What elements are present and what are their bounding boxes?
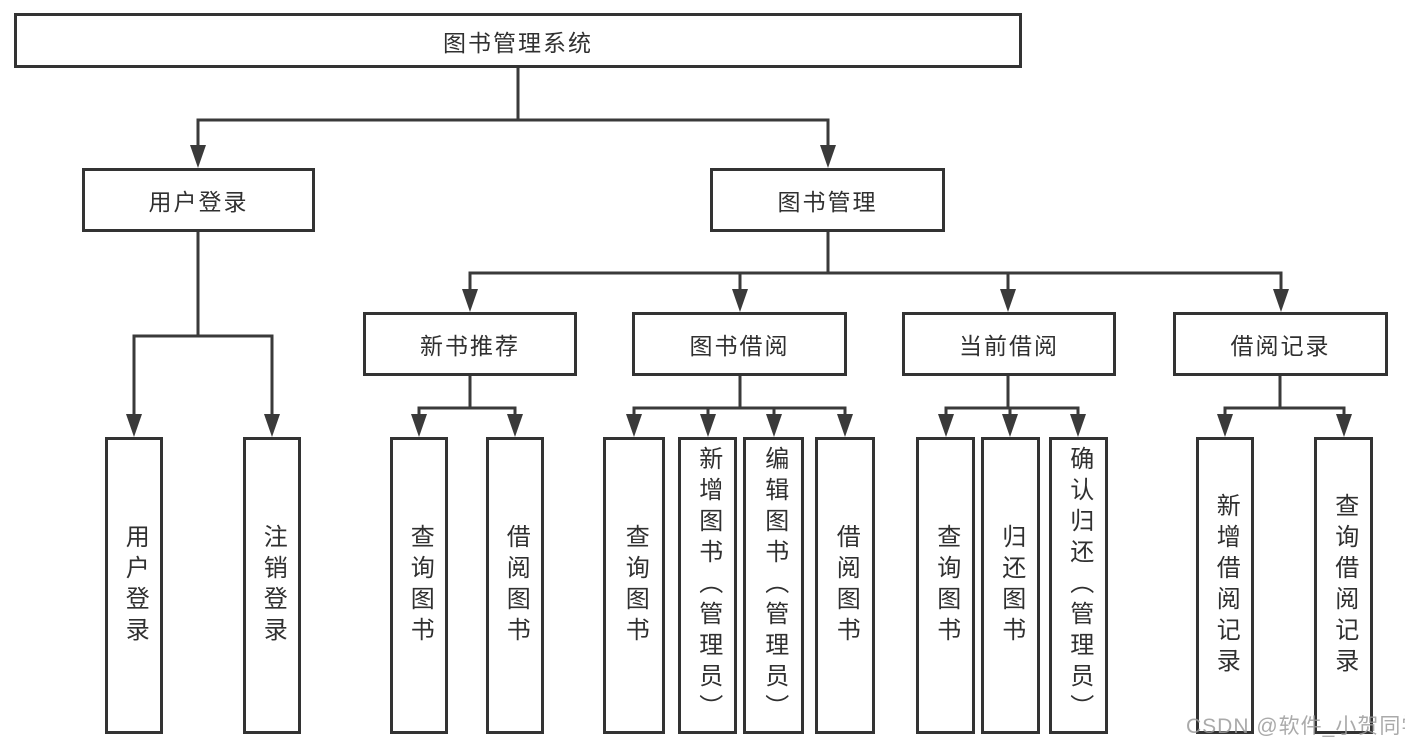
leaf-query-books-borrow-label: 查询图书 [621,523,649,648]
leaf-borrow-books-newrec: 借阅图书 [486,437,544,734]
leaf-edit-books-admin-label: 编辑图书（管理员） [760,446,788,725]
leaf-return-books-label: 归还图书 [997,523,1025,648]
leaf-confirm-return-admin-label: 确认归还（管理员） [1065,446,1093,725]
node-user-login-label: 用户登录 [148,189,249,215]
leaf-borrow-books-newrec-label: 借阅图书 [502,523,530,648]
leaf-edit-books-admin: 编辑图书（管理员） [743,437,804,734]
node-borrow-records: 借阅记录 [1173,312,1388,376]
leaf-borrow-books-borrow-label: 借阅图书 [832,523,860,648]
leaf-confirm-return-admin: 确认归还（管理员） [1049,437,1108,734]
leaf-query-borrow-record: 查询借阅记录 [1314,437,1373,734]
leaf-add-borrow-record-label: 新增借阅记录 [1212,492,1240,679]
leaf-query-borrow-record-label: 查询借阅记录 [1330,492,1358,679]
csdn-watermark: CSDN @软件_小贺同学 [1186,715,1405,738]
leaf-add-books-admin: 新增图书（管理员） [678,437,737,734]
node-current-borrow-label: 当前借阅 [959,333,1059,359]
node-book-mgmt: 图书管理 [710,168,945,232]
leaf-user-login-label: 用户登录 [121,523,149,648]
node-book-borrow-label: 图书借阅 [689,333,790,359]
leaf-add-borrow-record: 新增借阅记录 [1196,437,1254,734]
leaf-return-books: 归还图书 [981,437,1040,734]
leaf-logout-login-label: 注销登录 [259,523,287,648]
node-new-book-rec-label: 新书推荐 [420,333,520,359]
node-current-borrow: 当前借阅 [902,312,1116,376]
node-new-book-rec: 新书推荐 [363,312,577,376]
node-user-login: 用户登录 [82,168,315,232]
node-root: 图书管理系统 [14,13,1022,68]
leaf-logout-login: 注销登录 [243,437,301,734]
leaf-add-books-admin-label: 新增图书（管理员） [694,446,722,725]
node-book-borrow: 图书借阅 [632,312,847,376]
leaf-user-login: 用户登录 [105,437,163,734]
leaf-query-books-newrec-label: 查询图书 [406,523,434,648]
node-borrow-records-label: 借阅记录 [1230,333,1331,359]
leaf-borrow-books-borrow: 借阅图书 [815,437,875,734]
leaf-query-books-borrow: 查询图书 [603,437,665,734]
node-root-label: 图书管理系统 [443,29,593,56]
leaf-query-books-newrec: 查询图书 [390,437,448,734]
node-book-mgmt-label: 图书管理 [777,189,878,215]
leaf-query-books-current-label: 查询图书 [932,523,960,648]
leaf-query-books-current: 查询图书 [916,437,975,734]
